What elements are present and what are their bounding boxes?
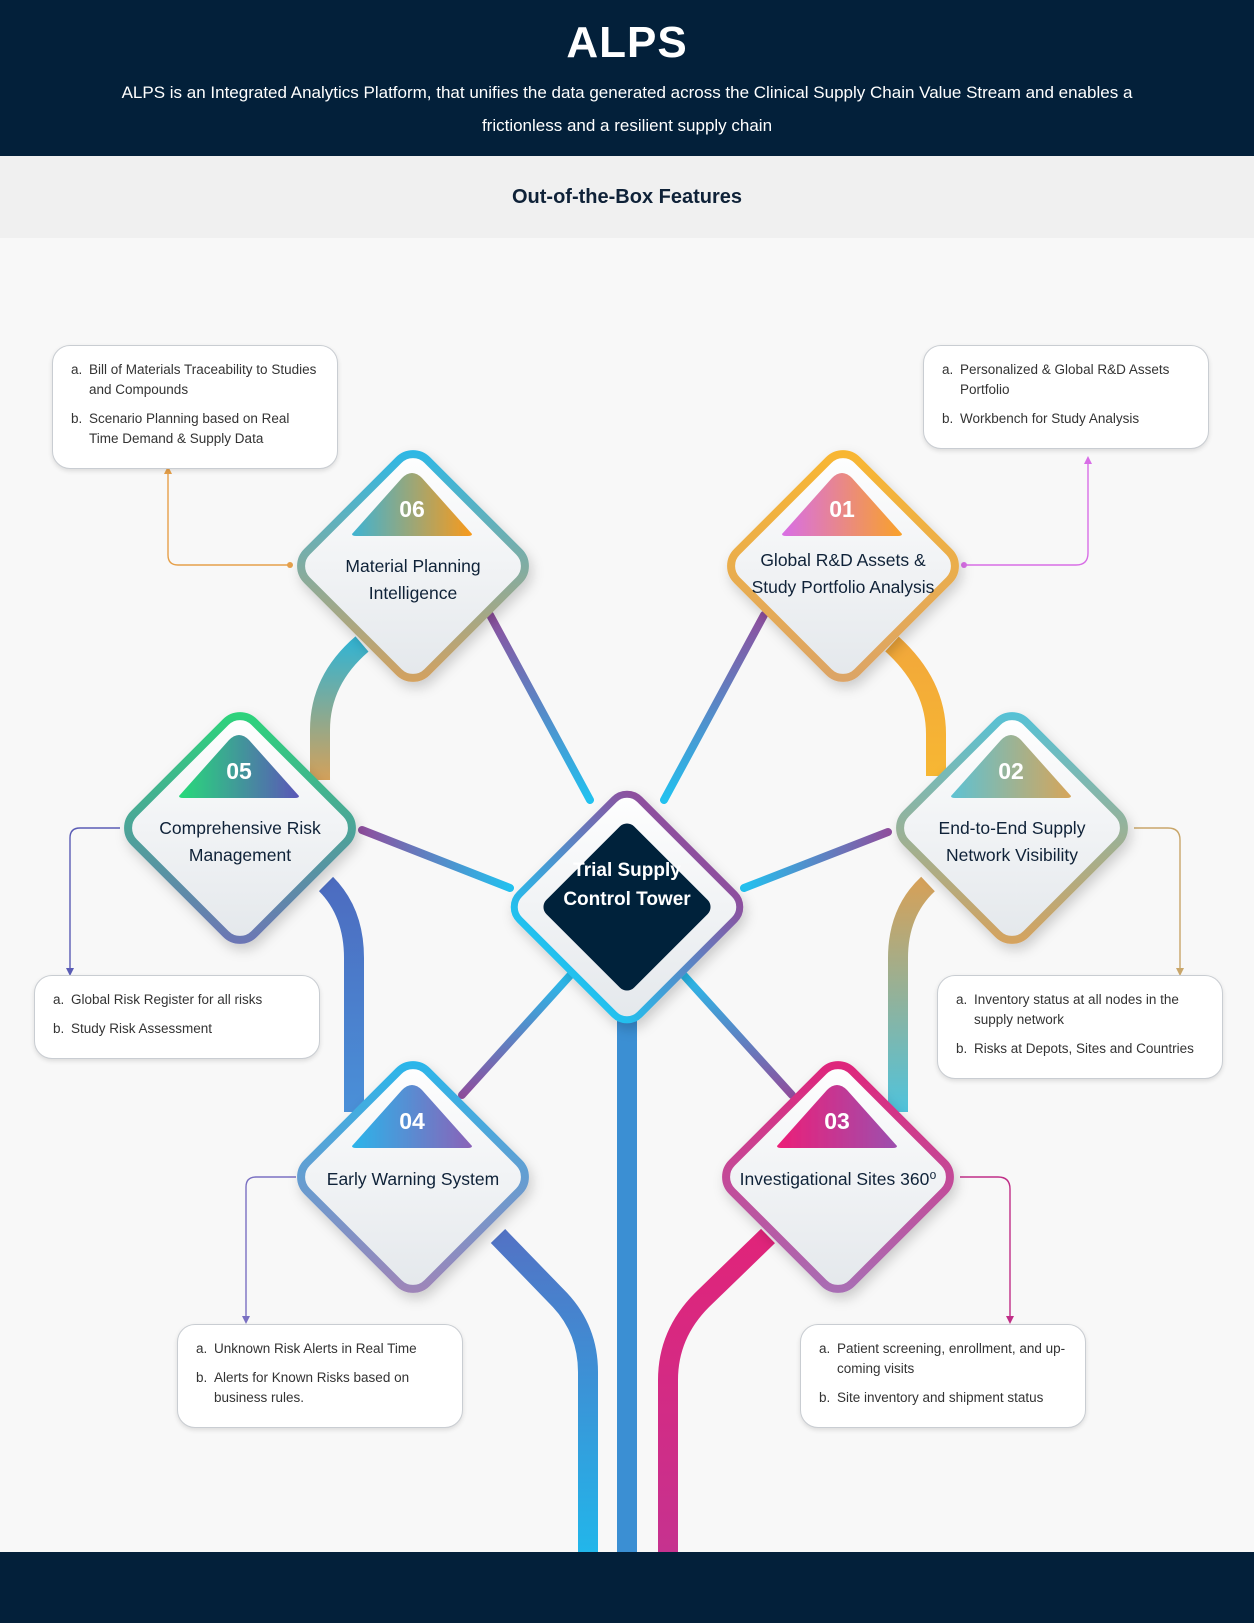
feature-detail-card-02: a. Inventory status at all nodes in the s… [937,975,1223,1079]
list-item-marker: b. [942,411,954,426]
list-item-text: Workbench for Study Analysis [960,411,1140,426]
feature-node-02 [896,712,1128,944]
callout-lines [69,462,1181,1318]
feature-badge-06 [352,473,472,536]
trunk-connectors [490,1010,775,1552]
list-item: a. Inventory status at all nodes in the s… [956,990,1204,1030]
feature-number-06: 06 [399,496,425,522]
list-item: b. Site inventory and shipment status [819,1388,1067,1408]
feature-detail-card-01: a. Personalized & Global R&D Assets Portf… [923,345,1209,449]
list-item-marker: a. [942,362,954,377]
feature-title-01: Global R&D Assets & Study Portfolio Anal… [751,550,935,597]
list-item-marker: b. [71,411,83,426]
feature-badge-01 [782,473,902,536]
feature-diamond-04 [297,1061,529,1293]
list-item-text: Unknown Risk Alerts in Real Time [214,1341,417,1356]
list-item: b. Risks at Depots, Sites and Countries [956,1039,1204,1059]
list-item: b. Alerts for Known Risks based on busine… [196,1368,444,1408]
list-item-text: Patient screening, enrollment, and up-co… [837,1341,1066,1376]
feature-node-03 [722,1061,954,1293]
callout-arrowheads [66,456,1184,1324]
list-item-text: Scenario Planning based on Real Time Dem… [89,411,290,446]
feature-detail-card-04: a. Unknown Risk Alerts in Real Time b. Aler… [177,1324,463,1428]
feature-title-05: Comprehensive Risk Management [159,818,321,865]
feature-number-01: 01 [829,496,855,522]
feature-node-04 [297,1061,529,1293]
feature-node-05 [124,712,356,944]
page-header: ALPS ALPS is an Integrated Analytics Pla… [0,0,1254,156]
list-item: a. Patient screening, enrollment, and up-… [819,1339,1067,1379]
feature-diamond-03 [722,1061,954,1293]
feature-diamond-05 [124,712,356,944]
feature-title-03: Investigational Sites 360⁰ [739,1169,937,1189]
list-item-marker: a. [196,1341,208,1356]
feature-title-02: End-to-End Supply Network Visibility [938,818,1086,865]
list-item-marker: b. [196,1370,208,1385]
list-item: a. Global Risk Register for all risks [53,990,301,1010]
section-title: Out-of-the-Box Features [0,156,1254,238]
list-item-marker: b. [53,1021,65,1036]
feature-detail-card-03: a. Patient screening, enrollment, and up-… [800,1324,1086,1428]
list-item-text: Bill of Materials Traceability to Studie… [89,362,317,397]
feature-node-06 [297,450,529,682]
feature-links [310,636,946,1112]
list-item-marker: a. [53,992,65,1007]
list-item-text: Study Risk Assessment [71,1021,213,1036]
feature-number-03: 03 [824,1108,850,1134]
feature-badge-05 [179,735,299,798]
feature-badge-03 [777,1085,897,1148]
center-node-label: Trial Supply Control Tower [563,860,691,910]
page-title: ALPS [566,18,688,67]
feature-node-01 [727,450,959,682]
list-item-text: Risks at Depots, Sites and Countries [974,1041,1194,1056]
feature-number-05: 05 [226,758,252,784]
list-item: a. Bill of Materials Traceability to Stud… [71,360,319,400]
list-item-marker: a. [819,1341,831,1356]
list-item-marker: a. [71,362,83,377]
spoke-connectors [358,611,892,1099]
list-item-text: Site inventory and shipment status [837,1390,1044,1405]
list-item: b. Study Risk Assessment [53,1019,301,1039]
list-item-text: Global Risk Register for all risks [71,992,263,1007]
feature-detail-card-05: a. Global Risk Register for all risks b. St… [34,975,320,1059]
list-item: b. Scenario Planning based on Real Time D… [71,409,319,449]
page-footer [0,1552,1254,1623]
list-item: a. Unknown Risk Alerts in Real Time [196,1339,444,1359]
feature-number-02: 02 [998,758,1024,784]
page-description: ALPS is an Integrated Analytics Platform… [121,83,1133,135]
center-node [510,790,744,1024]
list-item-marker: b. [819,1390,831,1405]
feature-diamond-01 [727,450,959,682]
list-item-marker: a. [956,992,968,1007]
feature-diamond-06 [297,450,529,682]
feature-badge-04 [352,1085,472,1148]
feature-diamond-02 [896,712,1128,944]
list-item-text: Inventory status at all nodes in the sup… [974,992,1179,1027]
feature-title-06: Material Planning Intelligence [345,556,481,603]
list-item-text: Alerts for Known Risks based on business… [214,1370,410,1405]
list-item-text: Personalized & Global R&D Assets Portfol… [960,362,1170,397]
list-item: b. Workbench for Study Analysis [942,409,1190,429]
list-item-marker: b. [956,1041,968,1056]
feature-badge-02 [951,735,1071,798]
list-item: a. Personalized & Global R&D Assets Portf… [942,360,1190,400]
feature-detail-card-06: a. Bill of Materials Traceability to Stud… [52,345,338,469]
feature-title-04: Early Warning System [326,1169,500,1189]
feature-number-04: 04 [399,1108,425,1134]
